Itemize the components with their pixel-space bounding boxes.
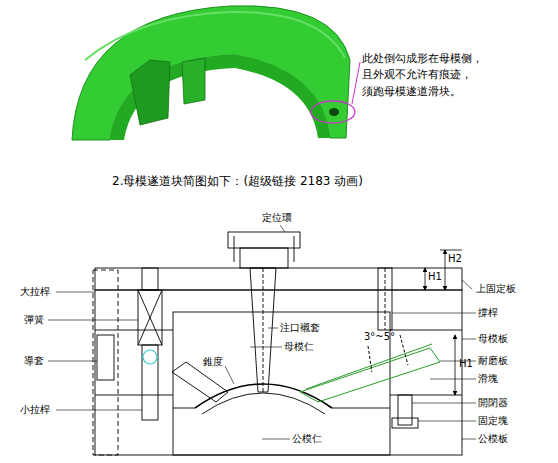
part-label: 注口襯套 bbox=[280, 322, 320, 334]
tunnel-slider bbox=[300, 335, 440, 402]
part-label: 母模板 bbox=[478, 333, 508, 345]
dimension-lines bbox=[425, 250, 462, 395]
part-label: 滑塊 bbox=[478, 373, 498, 385]
highlight-circle bbox=[143, 350, 157, 364]
part-label: 開閉器 bbox=[478, 397, 508, 409]
part-label: 母模仁 bbox=[284, 341, 314, 353]
part-label: 彈簧 bbox=[24, 314, 44, 326]
part-label: 公模板 bbox=[478, 433, 508, 445]
part-label: H1 bbox=[428, 271, 442, 283]
part-label: H1 bbox=[459, 358, 473, 370]
part-label: 小拉桿 bbox=[20, 404, 50, 416]
leader-line bbox=[352, 62, 360, 104]
mold-section bbox=[93, 232, 462, 455]
part-label: 大拉桿 bbox=[20, 286, 50, 298]
part-label: 導套 bbox=[24, 355, 44, 367]
part-label: 錐度 bbox=[203, 356, 223, 368]
part-label: 耐磨板 bbox=[478, 355, 508, 367]
part-label: 固定塊 bbox=[478, 415, 508, 427]
callout-note: 此处倒勾成形在母模侧， 且外观不允许有痕迹， 须跑母模遂道滑块。 bbox=[362, 50, 502, 99]
part-label: 3°~5° bbox=[364, 331, 395, 343]
part-3d bbox=[72, 6, 350, 140]
callout-oval bbox=[311, 101, 355, 123]
part-label: 上固定板 bbox=[476, 283, 516, 295]
section-heading: 2.母模遂道块简图如下：(超级链接 2183 动画) bbox=[112, 174, 363, 188]
part-label: 撐桿 bbox=[478, 307, 498, 319]
leader-lines bbox=[48, 225, 476, 439]
part-label: 定位環 bbox=[262, 212, 292, 224]
part-label: H2 bbox=[448, 253, 462, 265]
part-label: 公模仁 bbox=[292, 433, 322, 445]
